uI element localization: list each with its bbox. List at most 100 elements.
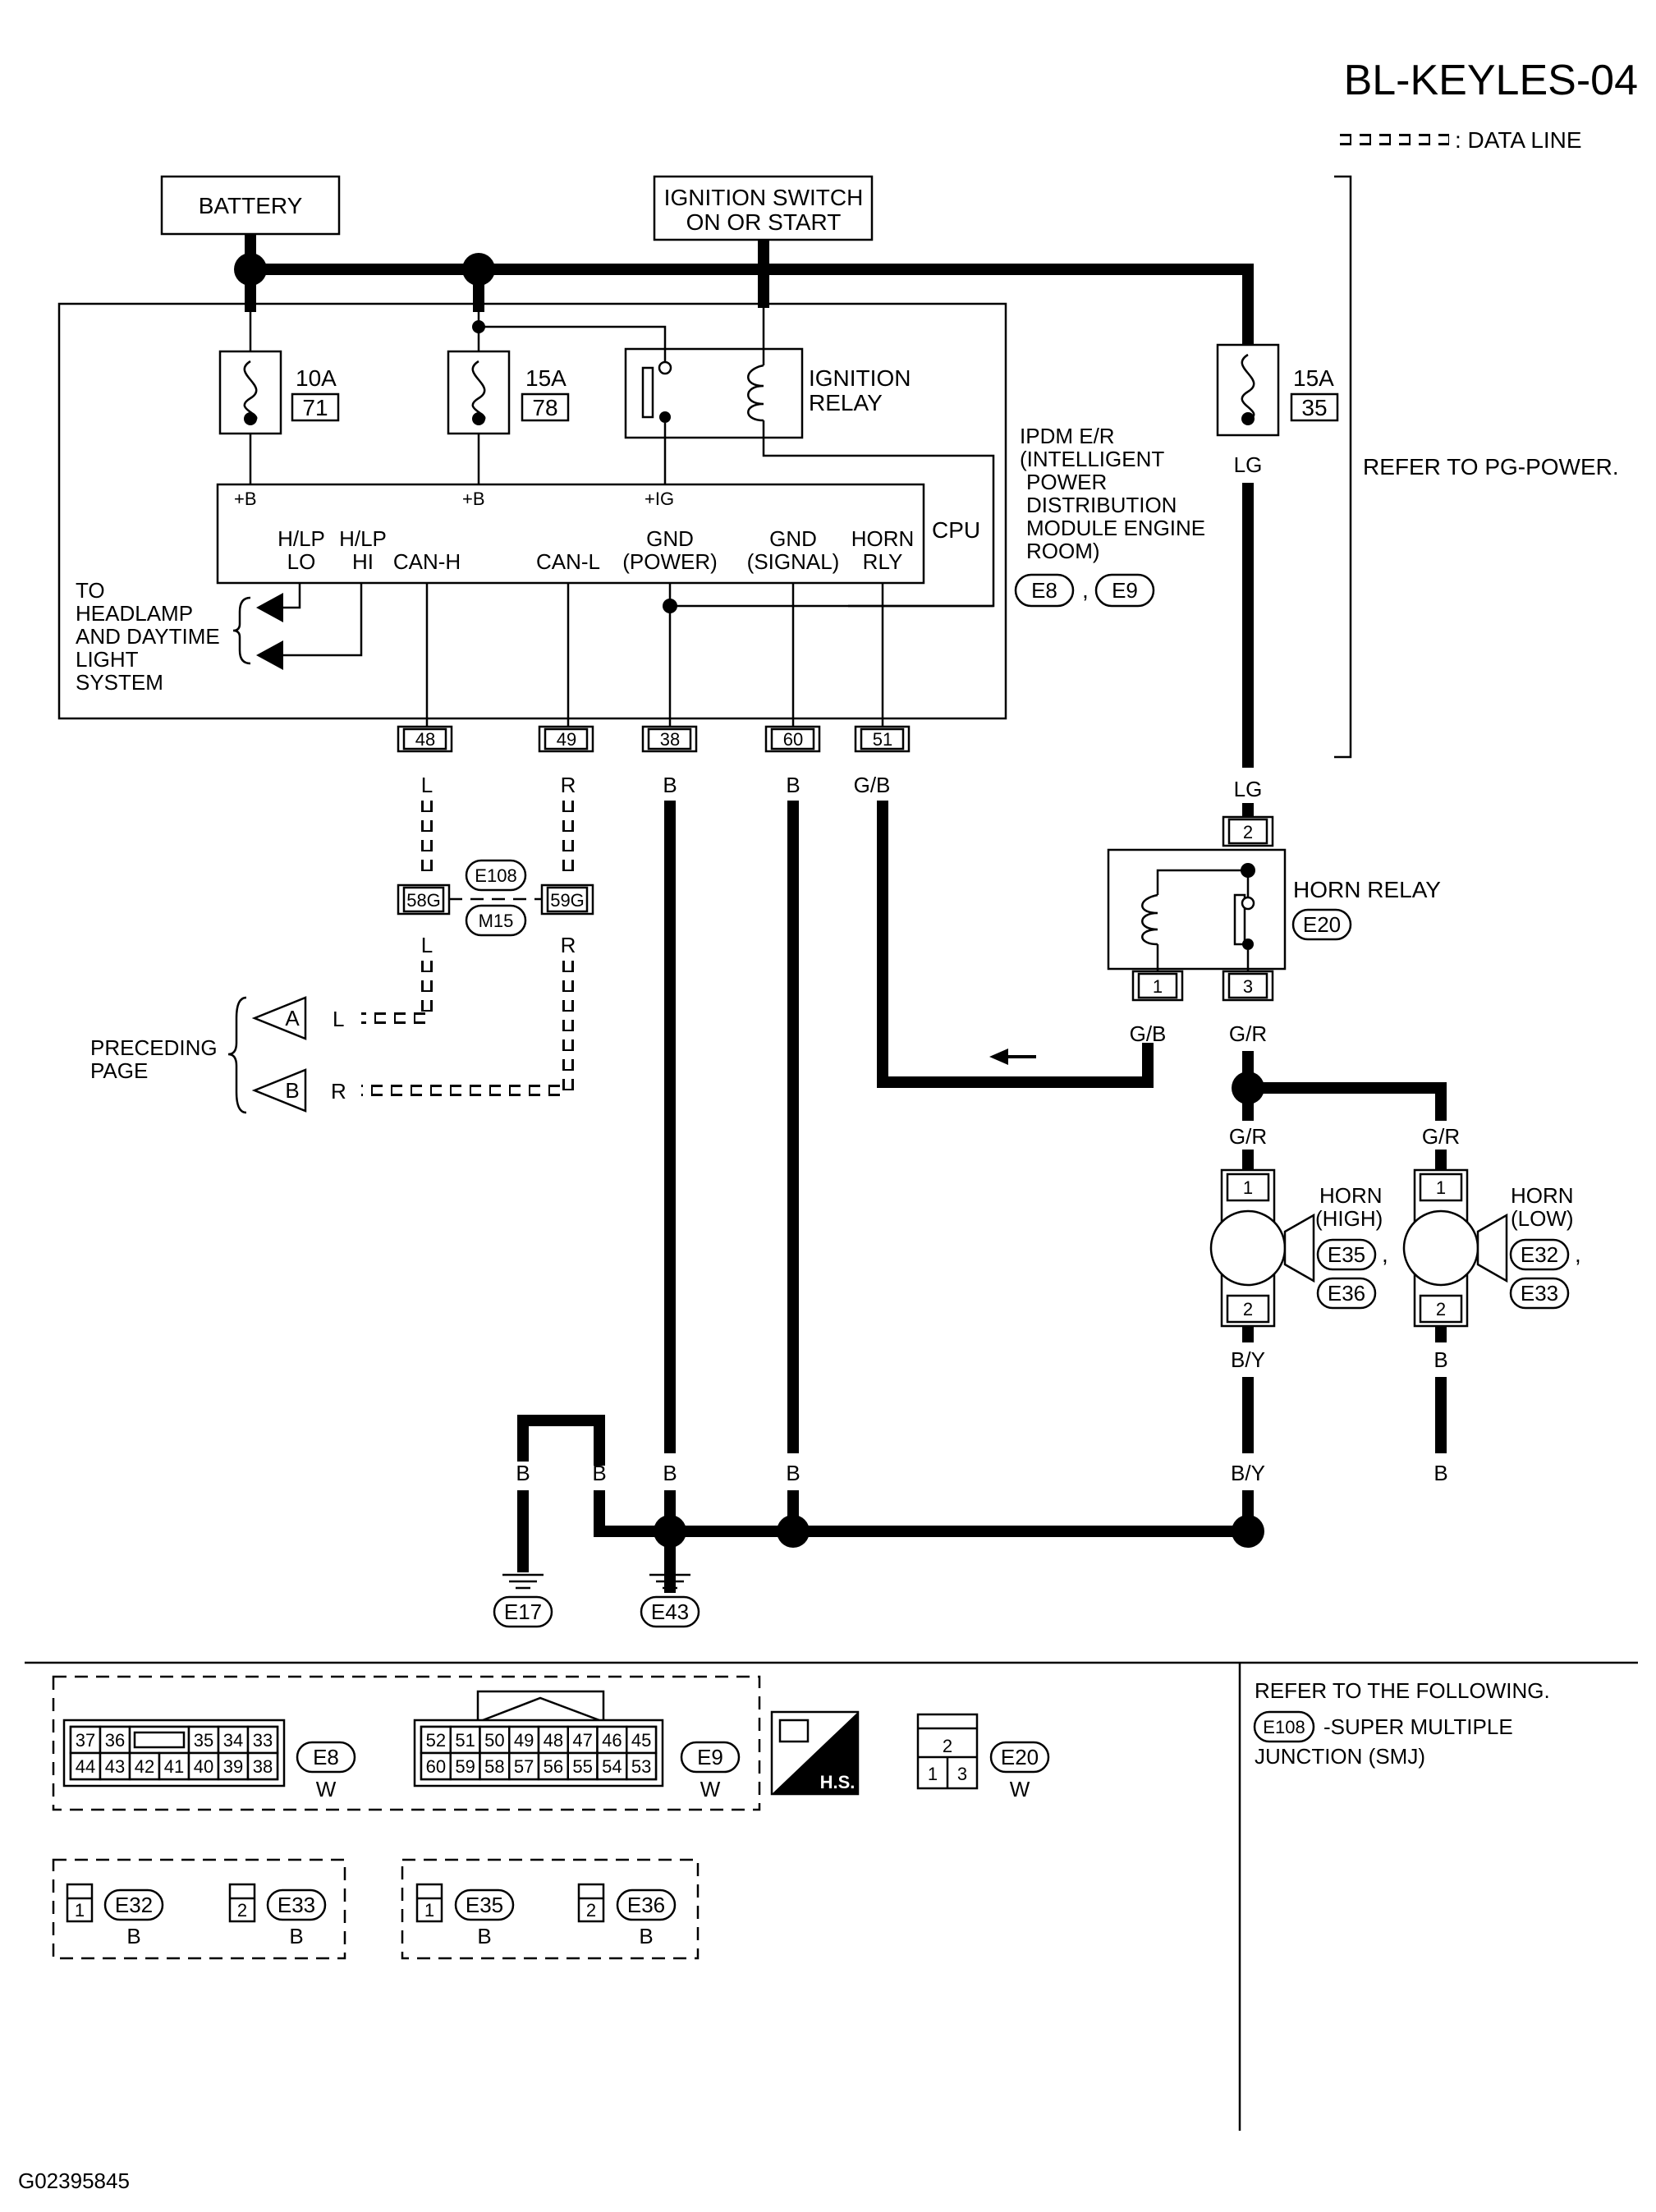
connector-pin-cell xyxy=(479,1725,511,1755)
connector-pin-number: 47 xyxy=(572,1730,592,1751)
connector-pin-number: 56 xyxy=(544,1756,563,1777)
svg-text:B: B xyxy=(477,1924,491,1948)
cpu-pin-hlp-lo: LO xyxy=(287,549,316,574)
connector-pin-cell xyxy=(69,1751,102,1781)
svg-text:E20: E20 xyxy=(1001,1745,1039,1769)
ipdm-terminals: 48 49 38 60 51 xyxy=(397,725,911,753)
connector-pin-cell xyxy=(537,1751,569,1781)
fuse-10a-number: 71 xyxy=(302,395,328,420)
svg-text:2: 2 xyxy=(237,1900,247,1921)
fuse-15a-78-amps: 15A xyxy=(525,365,567,391)
svg-text:B: B xyxy=(786,773,800,797)
ground-e43: E43 xyxy=(651,1599,689,1624)
wire-color-l-top: L xyxy=(421,773,433,797)
connector-pin-number: 53 xyxy=(631,1756,651,1777)
cpu-pin-gnd-power-top: GND xyxy=(646,526,694,551)
connector-group-ipdm xyxy=(52,1675,761,1811)
svg-text:3: 3 xyxy=(957,1764,967,1784)
fuse-10a-amps: 10A xyxy=(296,365,337,391)
svg-text:B: B xyxy=(1434,1461,1447,1485)
preceding-page-a: A xyxy=(285,1006,300,1030)
connector-pin-cell xyxy=(246,1751,279,1781)
horn-high-label: HORN xyxy=(1319,1183,1383,1208)
connector-pin-number: 44 xyxy=(76,1756,95,1777)
fuse-15a-35-amps: 15A xyxy=(1293,365,1334,391)
svg-text:1: 1 xyxy=(928,1764,938,1784)
svg-text:B: B xyxy=(516,1461,530,1485)
ignition-switch-label-2: ON OR START xyxy=(686,209,842,235)
fuse-15a-78: 15A 78 xyxy=(447,304,570,484)
ignition-relay-label: IGNITION xyxy=(809,365,911,391)
connector-pin-cell xyxy=(626,1751,658,1781)
svg-text:,: , xyxy=(1082,577,1089,603)
horn-ground-wires: B/Y B/Y B B xyxy=(1231,1326,1448,1531)
diagram-title: BL-KEYLES-04 xyxy=(1344,57,1638,104)
ground-e17: E17 xyxy=(504,1599,542,1624)
horn-low-label: HORN xyxy=(1511,1183,1574,1208)
battery-label: BATTERY xyxy=(199,193,303,218)
svg-text:E36: E36 xyxy=(1328,1281,1365,1306)
connector-pin-cell xyxy=(567,1751,599,1781)
connector-view-e33: 2 E33 B xyxy=(228,1883,327,1948)
wire-color-lg-bottom: LG xyxy=(1234,777,1263,801)
connector-pin-number: 45 xyxy=(631,1730,651,1751)
svg-text:E35: E35 xyxy=(466,1893,503,1917)
svg-text:REFER TO THE FOLLOWING.: REFER TO THE FOLLOWING. xyxy=(1255,1678,1550,1703)
svg-text:B: B xyxy=(639,1924,653,1948)
connector-pin-cell xyxy=(187,1725,220,1755)
horn-low-label-2: (LOW) xyxy=(1511,1206,1574,1231)
connector-pin-number: 35 xyxy=(194,1730,213,1751)
ipdm-internal-lines xyxy=(256,583,993,729)
svg-text:DISTRIBUTION: DISTRIBUTION xyxy=(1026,493,1177,517)
fuse-15a-35: 15A 35 LG LG xyxy=(1216,343,1339,817)
data-line-legend-label: : DATA LINE xyxy=(1455,127,1582,153)
connector-group-horn-low xyxy=(52,1858,346,1960)
connector-view-e32: 1 E32 B xyxy=(66,1883,164,1948)
fuse-15a-35-number: 35 xyxy=(1301,395,1327,420)
cpu-pin-can-h: CAN-H xyxy=(393,549,461,574)
cpu-pin-gnd-power: (POWER) xyxy=(622,549,718,574)
svg-text:59G: 59G xyxy=(550,890,585,911)
svg-text:LIGHT: LIGHT xyxy=(76,647,139,672)
connector-pin-number: 51 xyxy=(455,1730,475,1751)
refer-following-notes: REFER TO THE FOLLOWING. E108 -SUPER MULT… xyxy=(1253,1678,1550,1769)
cpu-pin-can-l: CAN-L xyxy=(536,549,600,574)
connector-pin-number: 38 xyxy=(253,1756,273,1777)
svg-text:-SUPER MULTIPLE: -SUPER MULTIPLE xyxy=(1323,1714,1513,1739)
preceding-page-label: PRECEDING xyxy=(90,1035,218,1060)
wire-color-gb-relay: G/B xyxy=(1130,1021,1167,1046)
connector-view-e20: 2 1 3 E20 W xyxy=(916,1713,1050,1801)
can-lines: L R 58G 59G E108 M15 L R L R A B PRECEDI… xyxy=(90,773,594,1114)
connector-pin-number: 36 xyxy=(105,1730,125,1751)
connector-pin-number: 46 xyxy=(602,1730,622,1751)
svg-text:1: 1 xyxy=(75,1900,85,1921)
ipdm-connector-e9: E9 xyxy=(1112,578,1138,603)
wire-color-lg-top: LG xyxy=(1234,452,1263,477)
horn-wiring: G/B G/B G/R G/R G/R xyxy=(854,773,1460,1170)
power-wires xyxy=(234,234,1254,345)
svg-text:POWER: POWER xyxy=(1026,470,1107,494)
connector-pin-number: 49 xyxy=(514,1730,534,1751)
horn-high: 1 2 HORN (HIGH) E35 , E36 xyxy=(1209,1168,1388,1328)
refer-bracket xyxy=(1334,175,1352,759)
svg-text:38: 38 xyxy=(660,729,680,750)
horn-low: 1 2 HORN (LOW) E32 , E33 xyxy=(1402,1168,1581,1328)
svg-text:HEADLAMP: HEADLAMP xyxy=(76,601,193,626)
ground-splice-1 xyxy=(654,1515,686,1548)
cpu-pin-hlp-hi: HI xyxy=(352,549,374,574)
ipdm-enclosure xyxy=(57,302,1007,720)
svg-text:2: 2 xyxy=(1243,1299,1253,1319)
svg-text:E9: E9 xyxy=(697,1745,723,1769)
cpu-pin-b2: +B xyxy=(462,489,485,509)
data-line-legend: : DATA LINE xyxy=(1340,127,1582,153)
svg-text:2: 2 xyxy=(1243,822,1253,842)
wire-color-gr-relay: G/R xyxy=(1229,1021,1267,1046)
wire-color-gb-top: G/B xyxy=(854,773,891,797)
cpu-pin-hlp-hi-top: H/LP xyxy=(339,526,387,551)
connector-pin-number: 54 xyxy=(602,1756,622,1777)
connector-view-e36: 2 E36 B xyxy=(577,1883,677,1948)
refer-pg-power: REFER TO PG-POWER. xyxy=(1363,454,1619,480)
connector-key-slot xyxy=(133,1731,186,1749)
connector-pin-number: 34 xyxy=(223,1730,243,1751)
svg-text:,: , xyxy=(1382,1241,1388,1267)
